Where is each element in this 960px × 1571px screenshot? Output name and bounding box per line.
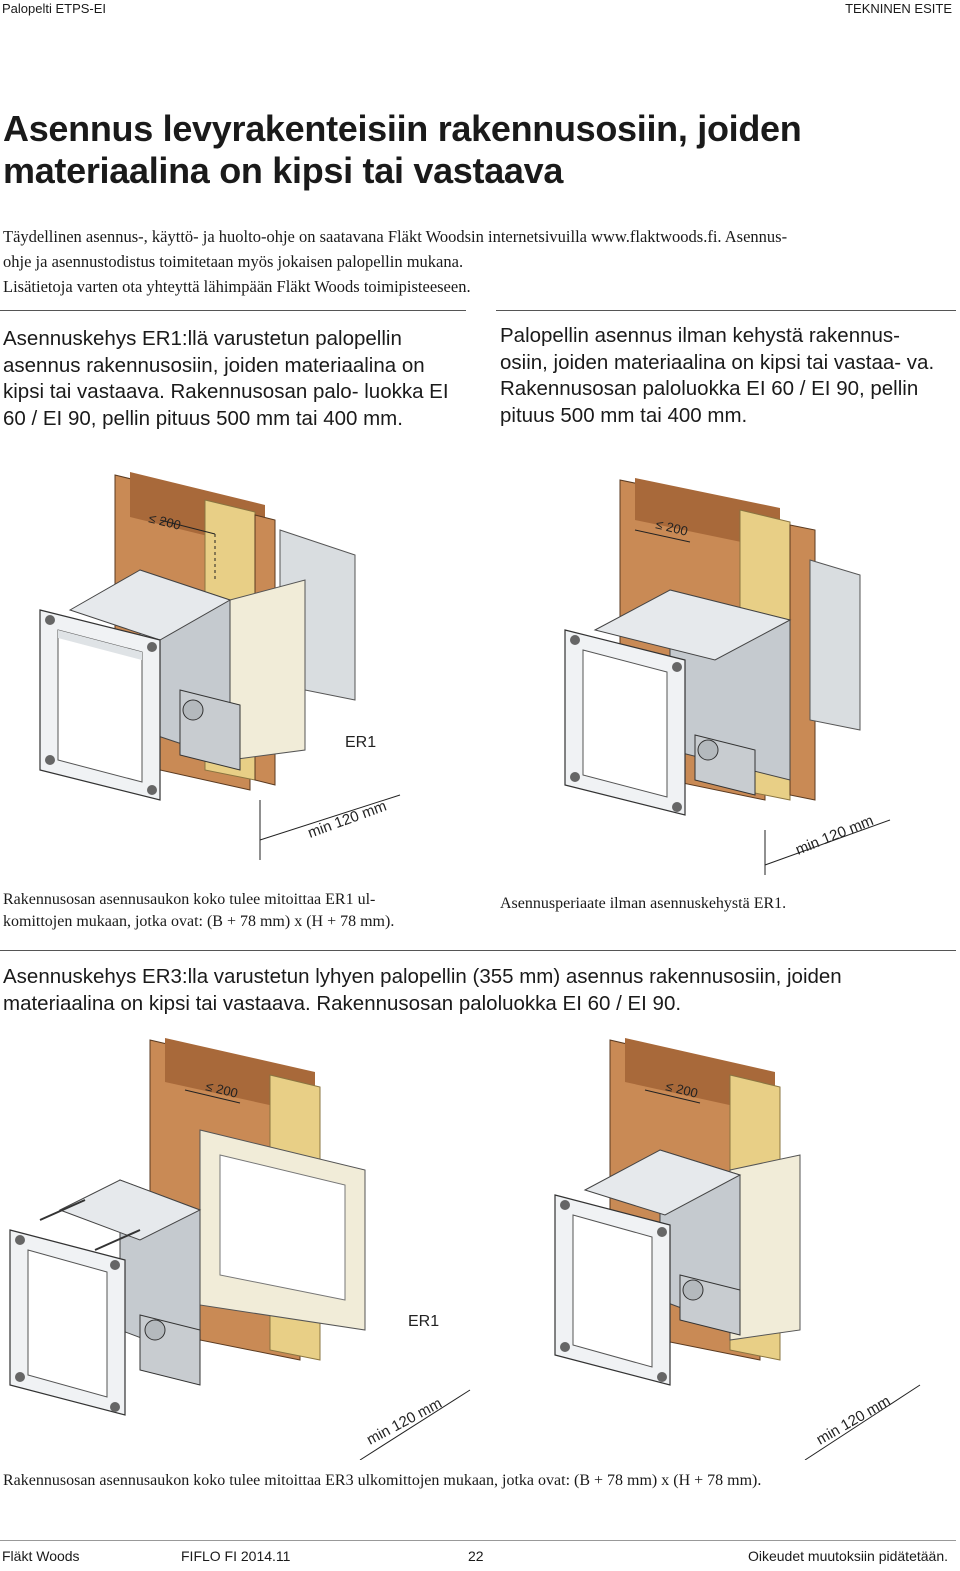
footer-code: FIFLO FI 2014.11	[181, 1548, 291, 1564]
header-product: Palopelti ETPS-EI	[2, 1, 107, 16]
dim-min-label: min 120 mm	[306, 798, 389, 842]
intro-line-1: Täydellinen asennus-, käyttö- ja huolto-…	[3, 227, 788, 246]
divider-full	[0, 950, 956, 951]
figure-er3-assembled: ≤ 200 min 120 mm	[500, 1030, 940, 1460]
caption-er1: Rakennusosan asennusaukon koko tulee mit…	[3, 891, 395, 930]
dim-min-label-4: min 120 mm	[814, 1392, 894, 1448]
caption-er3: Rakennusosan asennusaukon koko tulee mit…	[3, 1472, 762, 1489]
page-header: Palopelti ETPS-EI TEKNINEN ESITE	[0, 0, 960, 18]
dim-min-label-3: min 120 mm	[364, 1395, 445, 1449]
section-heading-er3: Asennuskehys ER3:lla varustetun lyhyen p…	[3, 965, 842, 1015]
footer-rights: Oikeudet muutoksiin pidätetään.	[747, 1548, 948, 1564]
dim-min-label-2: min 120 mm	[793, 812, 876, 859]
footer-page: 22	[468, 1548, 484, 1564]
section-heading-no-frame: Palopellin asennus ilman kehystä rakennu…	[500, 324, 935, 427]
caption-no-frame: Asennusperiaate ilman asennuskehystä ER1…	[500, 895, 787, 912]
figure-no-frame-install: ≤ 200 min 120 mm	[500, 470, 940, 880]
intro-text: Täydellinen asennus-, käyttö- ja huolto-…	[3, 224, 938, 299]
section-heading-er1: Asennuskehys ER1:llä varustetun palopell…	[3, 327, 449, 430]
page-title: Asennus levyrakenteisiin rakennusosiin, …	[3, 108, 802, 191]
divider-right	[496, 310, 956, 311]
footer-company: Fläkt Woods	[2, 1548, 80, 1564]
figure-er1-install: ≤ 200 min 120 mm ER1	[30, 460, 450, 880]
figure-er3-exploded: ≤ 200 min 120 mm ER1	[0, 1030, 480, 1460]
page-footer: Fläkt Woods FIFLO FI 2014.11 22 Oikeudet…	[0, 1548, 960, 1568]
intro-line-2: ohje ja asennustodistus toimitetaan myös…	[3, 252, 464, 271]
intro-line-3: Lisätietoja varten ota yhteyttä lähimpää…	[3, 277, 471, 296]
divider-left	[0, 310, 466, 311]
footer-divider	[0, 1540, 956, 1541]
header-doc-type: TEKNINEN ESITE	[845, 1, 952, 16]
frame-label: ER1	[345, 734, 376, 751]
frame-label-2: ER1	[408, 1313, 439, 1330]
